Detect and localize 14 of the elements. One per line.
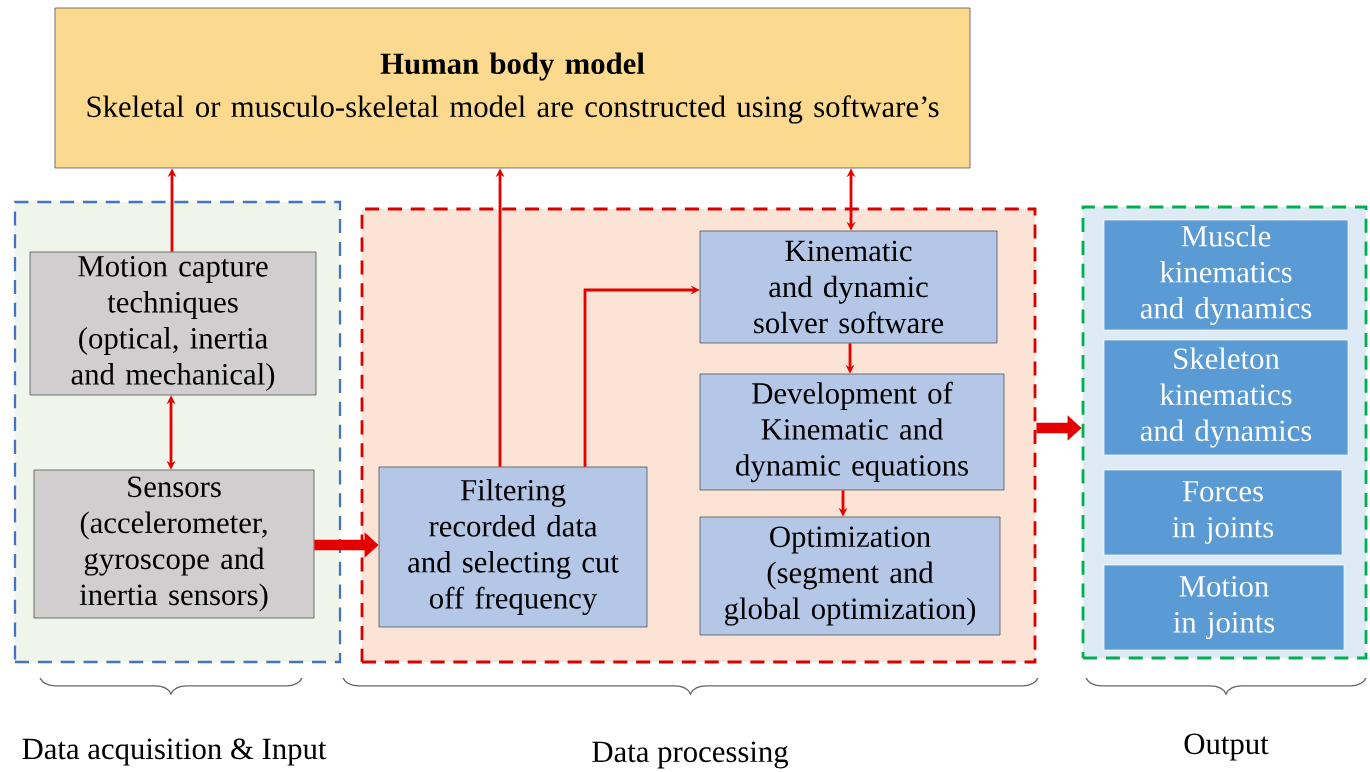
- process-box: Optimization (segment and global optimization): [699, 516, 1001, 636]
- group-label: Data acquisition & Input: [22, 738, 327, 766]
- output-box: Muscle kinematics and dynamics: [1103, 219, 1349, 331]
- process-box: Sensors (accelerometer, gyroscope and inertia sensors): [33, 469, 315, 619]
- process-box: Kinematic and dynamic solver software: [699, 230, 998, 344]
- output-box: Forces in joints: [1103, 469, 1343, 556]
- output-box: Motion in joints: [1103, 564, 1345, 651]
- process-box: Motion capture techniques (optical, inertia and mechanical): [29, 251, 317, 396]
- process-box: Development of Kinematic and dynamic equations: [699, 373, 1005, 491]
- group-label: Output: [1184, 733, 1269, 761]
- group-label: Data processing: [592, 741, 789, 769]
- output-box: Skeleton kinematics and dynamics: [1103, 339, 1349, 456]
- model-box: Human body model Skeletal or musculo-skeletal model are constructed using software’s: [54, 7, 971, 169]
- process-box: Filtering recorded data and selecting cut off frequency: [378, 466, 648, 628]
